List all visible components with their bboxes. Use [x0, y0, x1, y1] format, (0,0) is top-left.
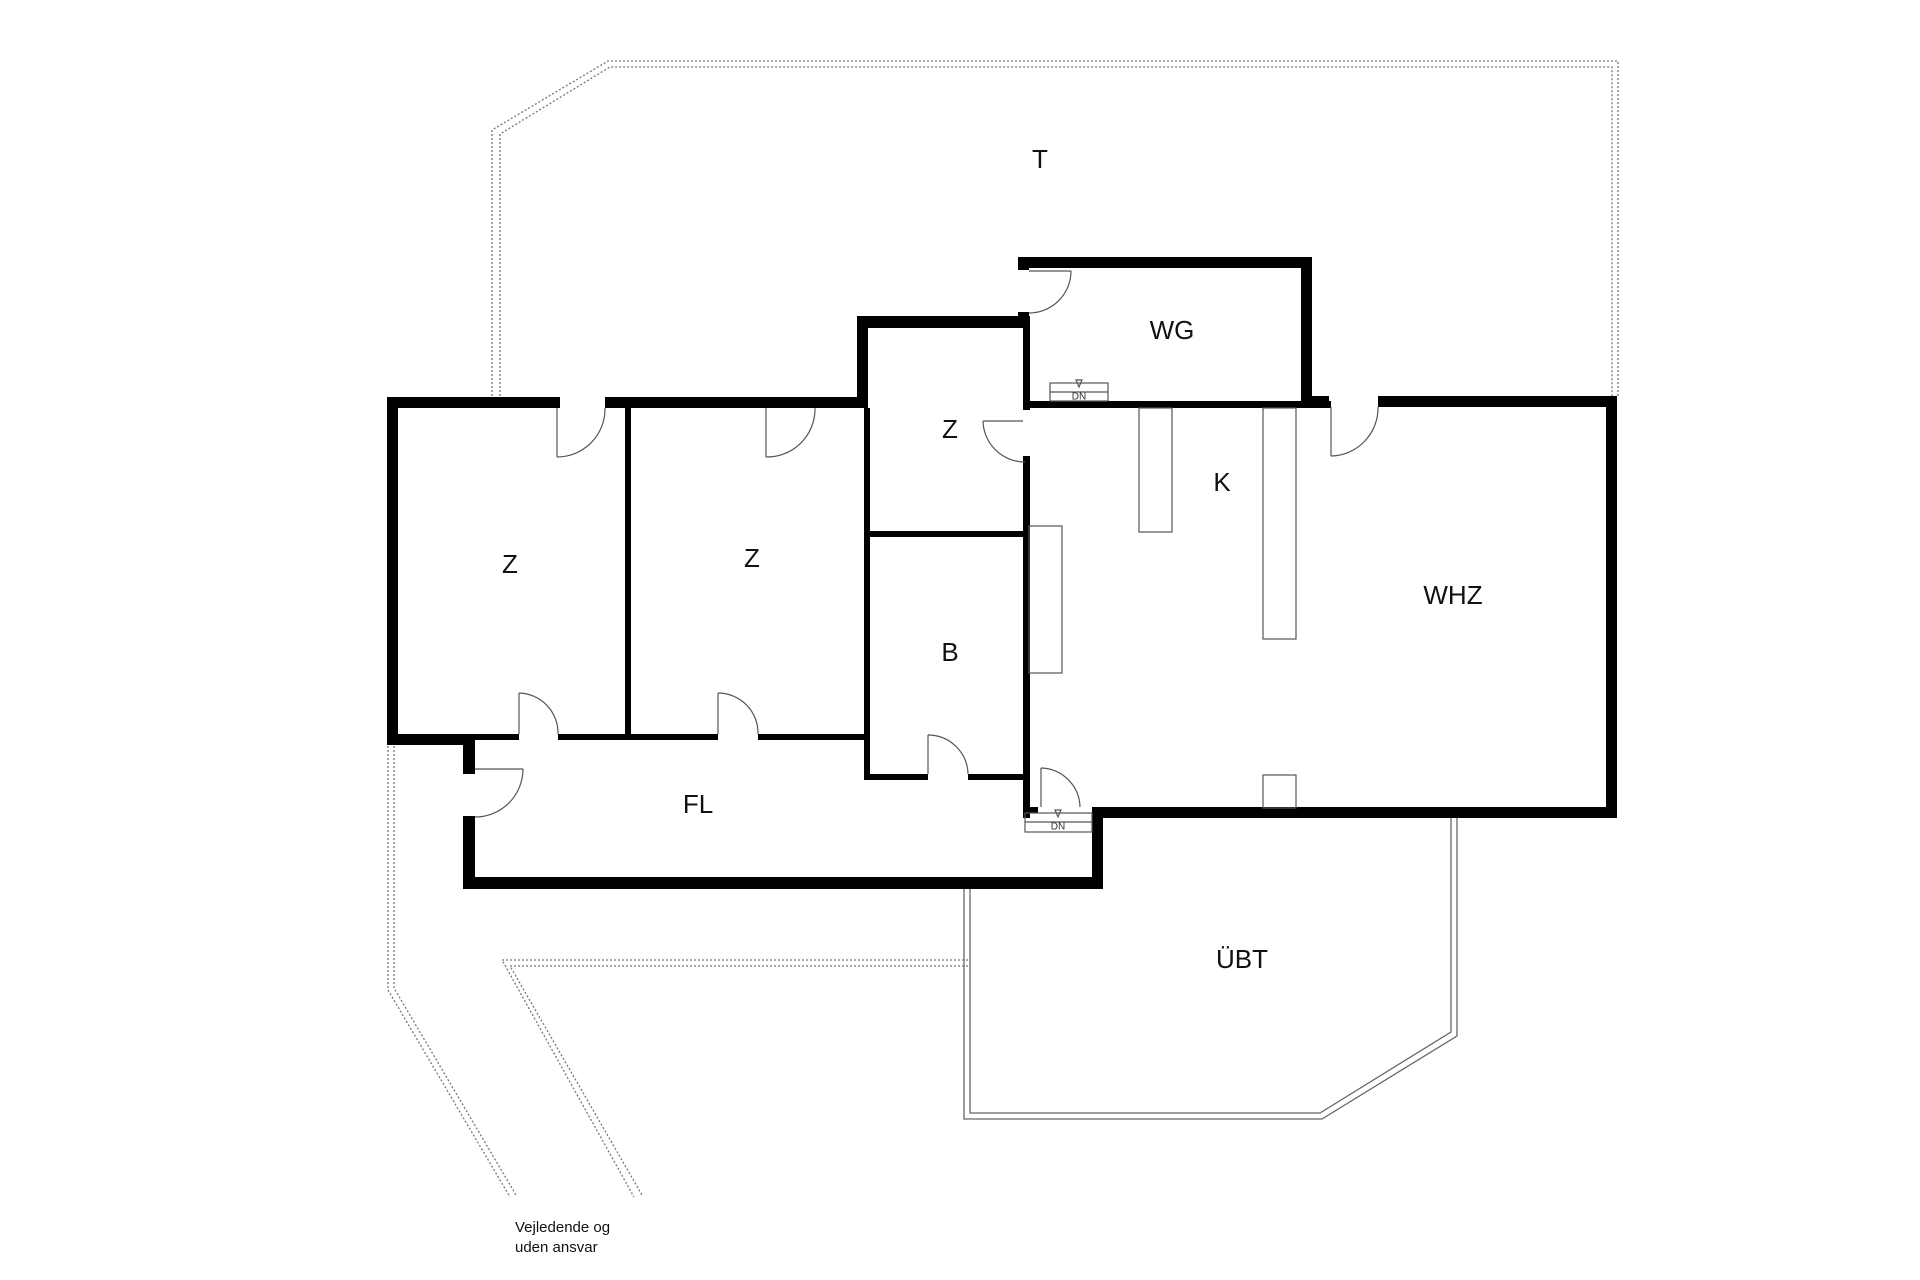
- door-z1-bottom: [518, 692, 559, 735]
- terrace-outline-top: [491, 60, 1619, 400]
- door-wg: [1028, 270, 1072, 314]
- door-z-small: [982, 420, 1026, 463]
- kitchen-counters: [1028, 407, 1297, 809]
- walls: [387, 257, 1617, 889]
- room-label-t: T: [1032, 144, 1048, 174]
- disclaimer-line-1: Vejledende og: [515, 1219, 611, 1236]
- terrace-outline-ubt: [963, 818, 1458, 1120]
- path-outline-left: [387, 742, 968, 1198]
- room-label-ubt: ÜBT: [1216, 944, 1268, 974]
- room-label-fl: FL: [683, 789, 713, 819]
- disclaimer-line-2: uden ansvar: [515, 1239, 598, 1256]
- door-fl-entrance: [474, 768, 524, 818]
- door-z1-top: [556, 407, 606, 458]
- room-label-z-middle: Z: [744, 543, 760, 573]
- stair-fl-label: DN: [1051, 822, 1065, 833]
- door-b-bottom: [927, 734, 969, 775]
- disclaimer-note: Vejledende og uden ansvar: [515, 1218, 610, 1258]
- door-z2-bottom: [717, 692, 759, 735]
- door-z2-top: [765, 407, 816, 458]
- stair-wg-label: DN: [1072, 392, 1086, 403]
- door-whz: [1330, 406, 1379, 457]
- room-label-k: K: [1213, 467, 1231, 497]
- room-label-whz: WHZ: [1423, 580, 1482, 610]
- room-label-wg: WG: [1150, 315, 1195, 345]
- room-label-z-small: Z: [942, 414, 958, 444]
- room-label-z-left: Z: [502, 549, 518, 579]
- room-label-b: B: [941, 637, 958, 667]
- door-k-bottom: [1040, 767, 1081, 808]
- stair-wg: DN: [1049, 379, 1109, 403]
- doors: [474, 270, 1379, 818]
- room-labels: T WG Z K Z Z B WHZ FL ÜBT: [502, 144, 1483, 974]
- stair-fl: DN: [1024, 809, 1093, 833]
